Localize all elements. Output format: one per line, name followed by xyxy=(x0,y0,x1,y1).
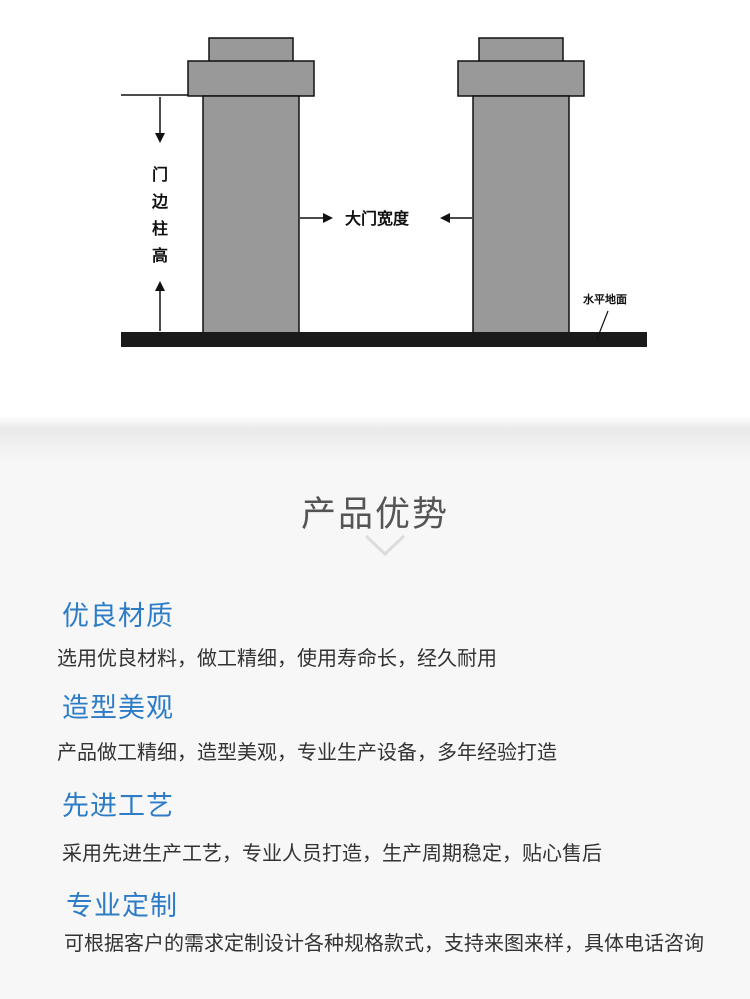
feature-desc: 采用先进生产工艺，专业人员打造，生产周期稳定，贴心售后 xyxy=(62,841,602,865)
panel-shadow xyxy=(0,415,750,465)
ground-leader-line xyxy=(596,310,609,340)
feature-desc: 产品做工精细，造型美观，专业生产设备，多年经验打造 xyxy=(57,740,557,764)
height-label-char: 柱 xyxy=(152,219,168,238)
width-label: 大门宽度 xyxy=(345,209,410,228)
feature-desc: 选用优良材料，做工精细，使用寿命长，经久耐用 xyxy=(57,646,497,670)
gate-post-diagram: 门 边 柱 高 大门宽度 水平地面 xyxy=(121,37,647,347)
feature-title: 造型美观 xyxy=(62,693,174,724)
feature-desc: 可根据客户的需求定制设计各种规格款式，支持来图来样，具体电话咨询 xyxy=(64,931,704,955)
height-arrow-up xyxy=(155,281,165,331)
feature-title: 专业定制 xyxy=(66,891,178,922)
section-title: 产品优势 xyxy=(300,495,449,535)
height-arrow-down xyxy=(155,97,165,143)
ground-label: 水平地面 xyxy=(583,292,627,306)
ground-bar xyxy=(121,332,647,347)
width-arrow-left xyxy=(300,213,333,223)
diagram-panel xyxy=(0,0,750,430)
chevron-down-icon xyxy=(364,534,406,557)
feature-title: 先进工艺 xyxy=(62,791,174,822)
right-pillar xyxy=(457,37,585,335)
feature-title: 优良材质 xyxy=(62,601,174,632)
height-label-char: 高 xyxy=(152,246,168,265)
width-arrow-right xyxy=(440,213,472,223)
height-label-char: 边 xyxy=(151,192,169,211)
height-label-char: 门 xyxy=(152,165,168,184)
left-pillar xyxy=(187,37,315,335)
